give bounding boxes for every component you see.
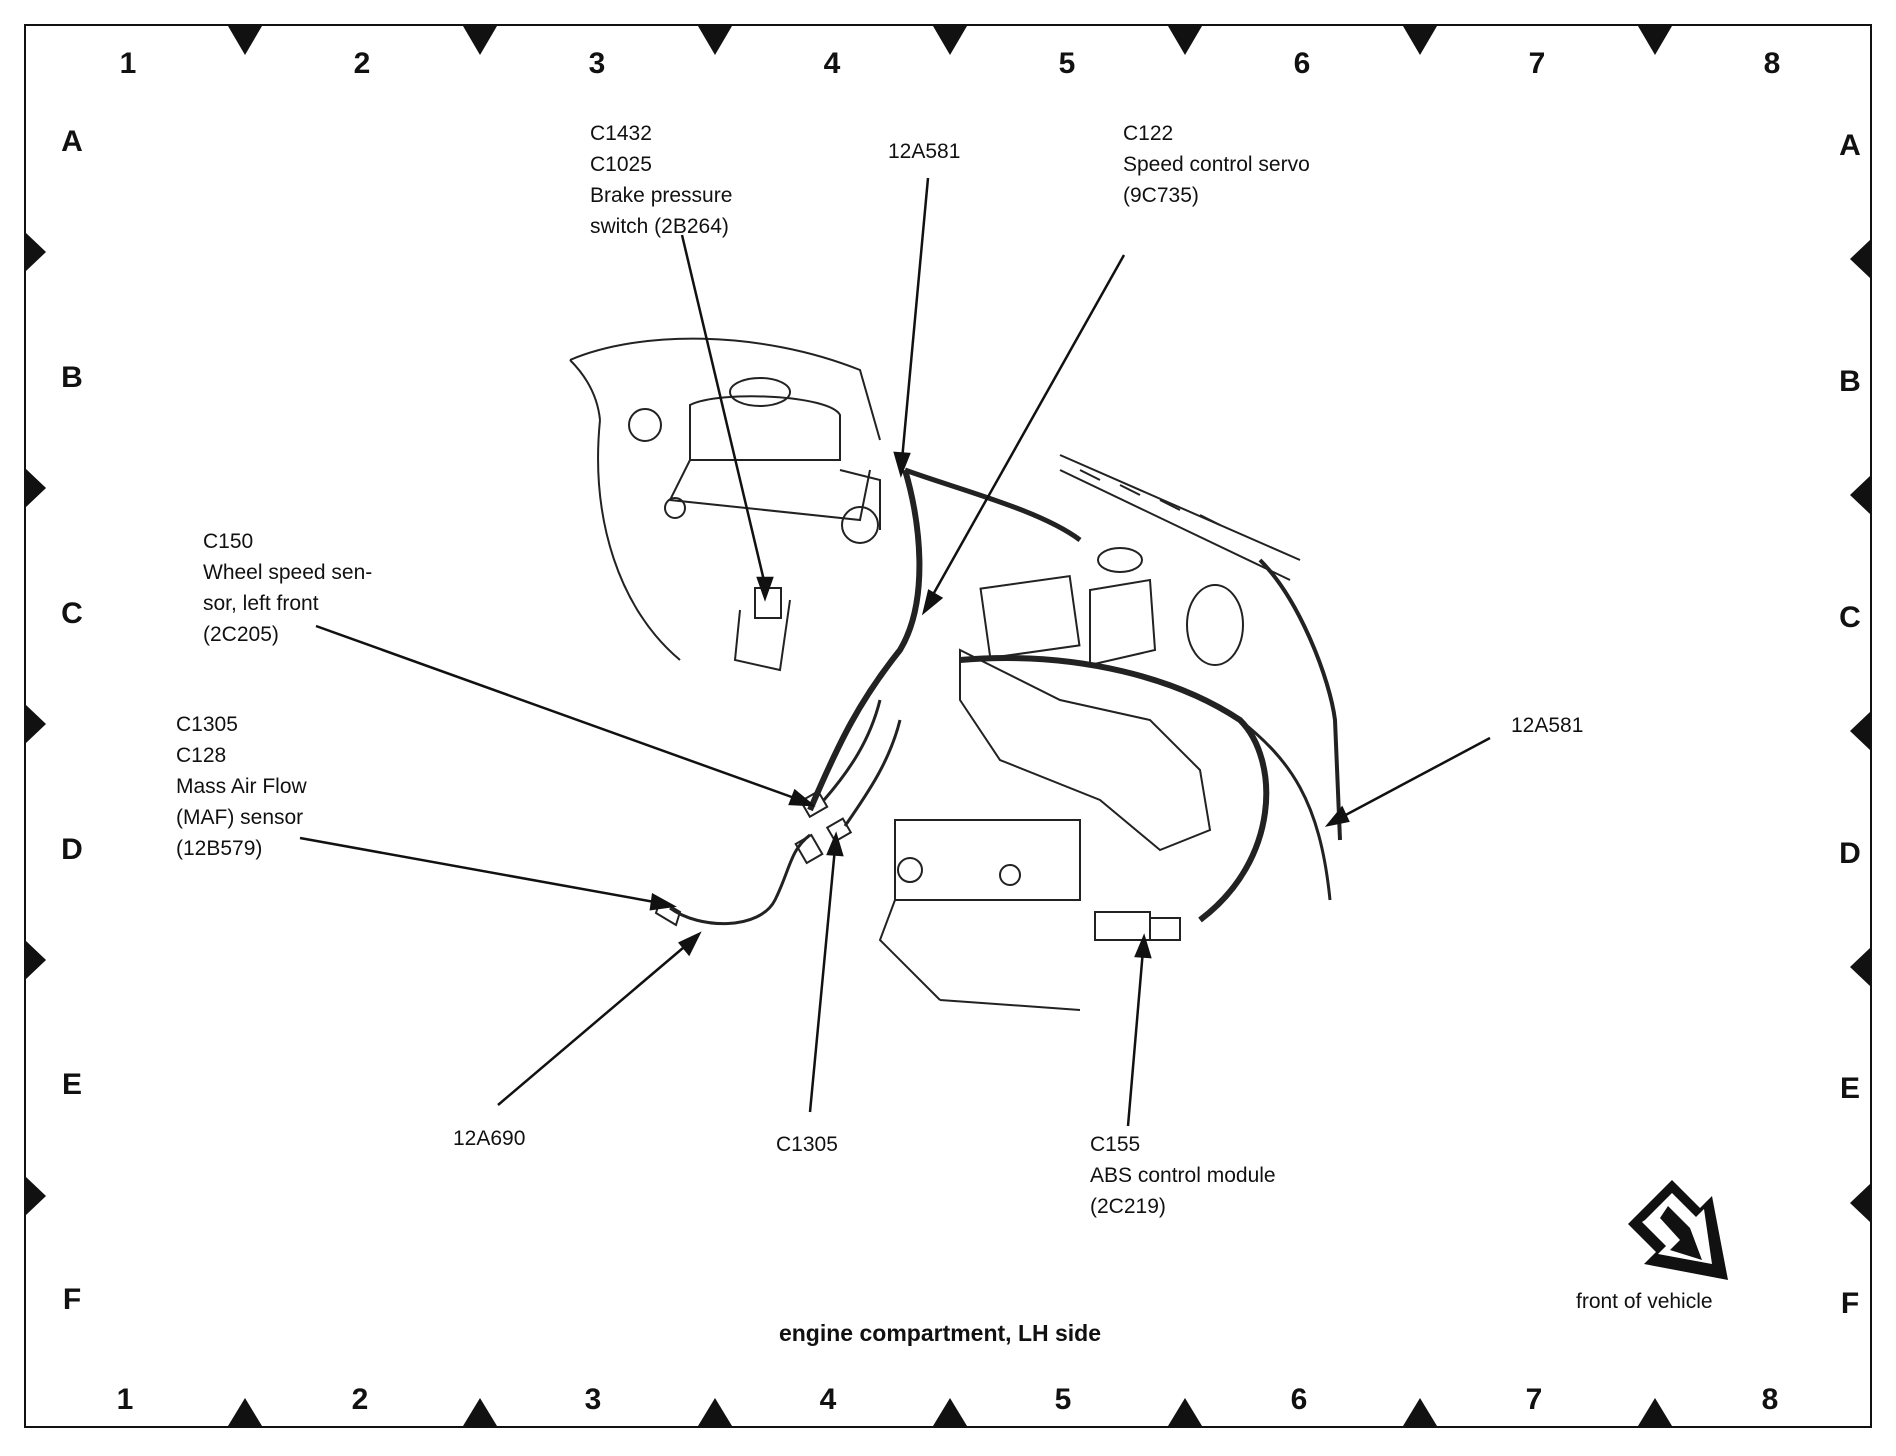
maf-wire [669,833,811,925]
callout-speed-control-servo: C122 Speed control servo (9C735) [1123,118,1310,211]
row-label-right-c: C [1839,601,1861,634]
label-line: Wheel speed sen- [203,561,373,584]
col-label-bottom-6: 6 [1290,1383,1308,1416]
master-cylinder [689,395,841,461]
label-line: C122 [1123,122,1174,145]
col-label-bottom-8: 8 [1761,1383,1779,1416]
col-label-bottom-2: 2 [351,1383,369,1416]
label-line: C1025 [590,153,652,176]
label-line: C1305 [176,713,238,736]
col-label-top-5: 5 [1058,47,1076,80]
col-label-bottom-4: 4 [819,1383,837,1416]
maf-connector [794,833,824,865]
callout-harness-12a581-right: 12A581 [1511,710,1583,741]
row-label-right-e: E [1839,1072,1861,1105]
col-label-bottom-3: 3 [584,1383,602,1416]
col-label-top-7: 7 [1528,47,1546,80]
label-line: Mass Air Flow [176,775,307,798]
col-label-top-8: 8 [1763,47,1781,80]
row-label-left-e: E [61,1068,83,1101]
row-label-right-d: D [1839,837,1861,870]
diagram-frame [24,24,1872,1428]
label-line: C128 [176,744,227,767]
component-sketch [569,337,1342,1011]
label-line: C150 [203,530,254,553]
label-line: ABS control module [1090,1164,1276,1187]
label-line: Brake pressure [590,184,733,207]
row-label-left-b: B [61,361,83,394]
speed-control-servo [979,574,1081,660]
harness-right [1258,558,1342,841]
label-line: 12A581 [1511,714,1584,737]
reservoir-cap [729,377,791,407]
brake-booster [569,337,881,661]
abs-connector [1094,911,1151,941]
callout-front-of-vehicle: front of vehicle [1576,1286,1713,1317]
wheel-sensor-connector [799,789,829,819]
label-line: front of vehicle [1576,1290,1713,1313]
col-label-bottom-7: 7 [1525,1383,1543,1416]
row-label-left-f: F [62,1283,82,1316]
callout-maf-sensor: C1305 C128 Mass Air Flow (MAF) sensor (1… [176,709,307,864]
col-label-top-4: 4 [823,47,841,80]
label-line: sor, left front [203,592,319,615]
leader-lines [299,177,1491,1127]
row-label-left-d: D [61,833,83,866]
inner-fender [1059,454,1301,581]
callout-harness-12a690: 12A690 [453,1123,525,1154]
grid-tick-markers [26,26,1870,1426]
booster-fitting [628,408,662,442]
row-label-right-b: B [1839,365,1861,398]
diagram-title: engine compartment, LH side [778,1320,1102,1346]
col-label-top-2: 2 [353,47,371,80]
label-line: switch (2B264) [590,215,729,238]
row-label-left-a: A [61,125,83,158]
harness-12a581 [807,469,923,812]
callout-brake-pressure-switch: C1432 C1025 Brake pressure switch (2B264… [590,118,732,242]
mc-port [841,506,879,544]
strut-tower [959,648,1212,852]
label-line: C155 [1090,1133,1141,1156]
battery-tray [878,819,1081,1011]
callout-abs-control-module: C155 ABS control module (2C219) [1090,1129,1276,1222]
label-line: 12A581 [888,140,961,163]
row-label-left-c: C [61,597,83,630]
col-label-bottom-1: 1 [116,1383,134,1416]
callout-wheel-speed-sensor: C150 Wheel speed sen- sor, left front (2… [203,526,372,650]
label-line: C1305 [776,1133,838,1156]
label-line: (MAF) sensor [176,806,304,829]
label-line: (2C219) [1090,1195,1166,1218]
row-label-right-a: A [1839,129,1861,162]
label-line: (2C205) [203,623,279,646]
col-label-top-1: 1 [119,47,137,80]
label-line: (12B579) [176,837,263,860]
air-intake [1186,584,1244,666]
label-line: C1432 [590,122,652,145]
col-label-top-6: 6 [1293,47,1311,80]
label-line: (9C735) [1123,184,1199,207]
front-arrow-icon [1628,1180,1728,1280]
col-label-bottom-5: 5 [1054,1383,1072,1416]
row-label-right-f: F [1840,1287,1860,1320]
label-line: Speed control servo [1123,153,1310,176]
callout-harness-12a581-top: 12A581 [888,136,960,167]
label-line: 12A690 [453,1127,526,1150]
harness-to-abs [959,655,1270,923]
col-label-top-3: 3 [588,47,606,80]
callout-c1305-bottom: C1305 [776,1129,838,1160]
